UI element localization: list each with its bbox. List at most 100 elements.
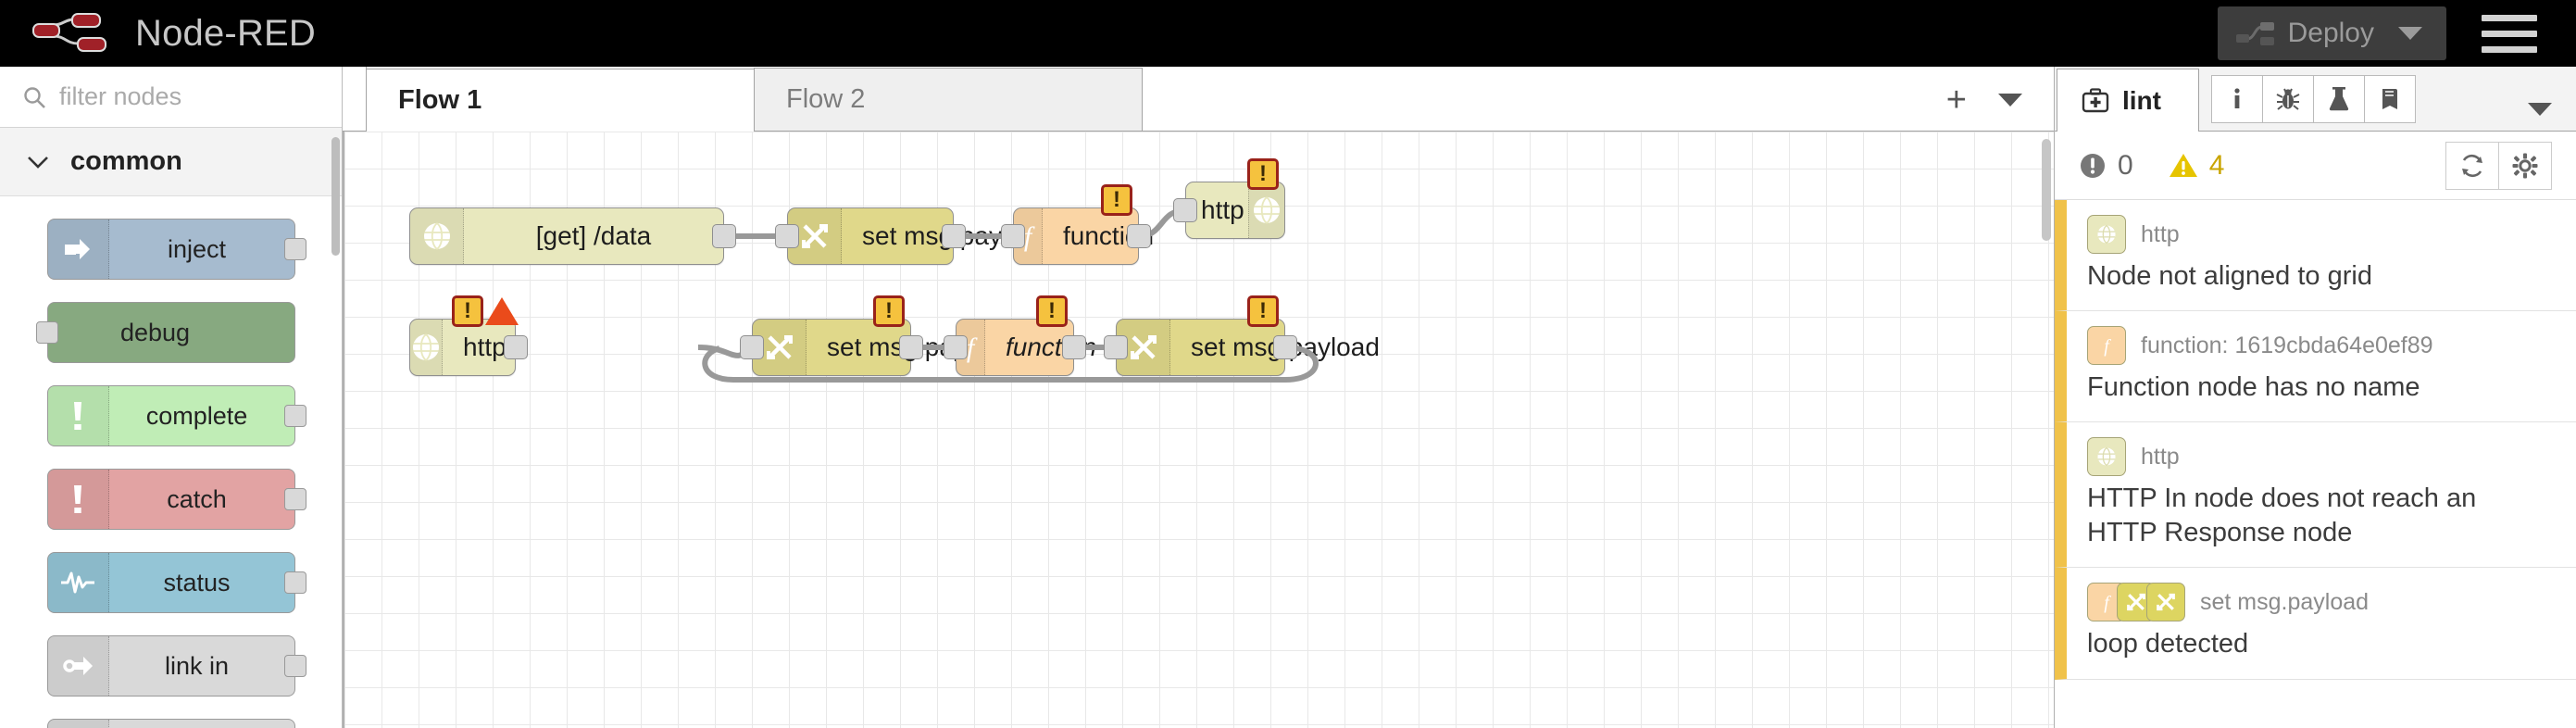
node-input-port[interactable] bbox=[1001, 224, 1025, 248]
lint-message: Function node has no name bbox=[2087, 372, 2420, 403]
flow-node-http-in-get-data[interactable]: [get] /data bbox=[409, 207, 736, 265]
flow-node-http-response[interactable]: http ! bbox=[1173, 158, 1285, 239]
flow-canvas[interactable]: [get] /data set msg.payload f bbox=[343, 132, 2054, 728]
palette-node-catch[interactable]: catch bbox=[46, 469, 306, 530]
lint-item-head: f function: 1619cbda64e0ef89 bbox=[2087, 326, 2550, 366]
node-output-port[interactable] bbox=[283, 238, 306, 260]
tab-flow-2-label: Flow 2 bbox=[786, 84, 866, 114]
node-output-port[interactable] bbox=[283, 405, 306, 427]
pulse-wave-icon bbox=[47, 553, 109, 612]
warning-summary: 4 bbox=[2169, 149, 2225, 182]
node-output-port[interactable] bbox=[942, 224, 966, 248]
exclamation-icon bbox=[47, 470, 109, 529]
node-output-port[interactable] bbox=[712, 224, 736, 248]
lint-item-head: http bbox=[2087, 437, 2550, 477]
globe-icon bbox=[2087, 437, 2126, 477]
node-warning-badge[interactable]: ! bbox=[1101, 184, 1132, 216]
node-warning-badge[interactable]: ! bbox=[873, 295, 905, 327]
lint-node-label: http bbox=[2141, 443, 2180, 470]
flow-node-label: http bbox=[1201, 195, 1244, 224]
add-flow-button[interactable]: + bbox=[1945, 81, 1967, 119]
flow-node-change-1[interactable]: set msg.payload bbox=[775, 207, 1051, 265]
node-input-port[interactable] bbox=[740, 335, 764, 359]
node-output-port[interactable] bbox=[283, 655, 306, 677]
node-output-port[interactable] bbox=[1127, 224, 1151, 248]
book-icon[interactable] bbox=[2364, 75, 2416, 123]
palette-node-complete[interactable]: complete bbox=[46, 385, 306, 446]
node-output-port[interactable] bbox=[1062, 335, 1086, 359]
flow-node-function[interactable]: f function ! bbox=[1001, 184, 1154, 265]
function-f-icon: f bbox=[2087, 326, 2126, 366]
node-red-logo-icon bbox=[30, 12, 119, 55]
canvas-scrollbar[interactable] bbox=[2042, 139, 2051, 241]
node-input-port[interactable] bbox=[35, 321, 58, 344]
error-circle-icon bbox=[2079, 152, 2107, 180]
tab-flow-1[interactable]: Flow 1 bbox=[366, 69, 755, 132]
chevron-down-icon[interactable] bbox=[2398, 27, 2422, 40]
right-sidebar: lint bbox=[2054, 67, 2576, 728]
lint-message: HTTP In node does not reach an HTTP Resp… bbox=[2087, 483, 2477, 548]
palette-node-link-call[interactable]: link call bbox=[46, 719, 295, 728]
gear-icon[interactable] bbox=[2498, 141, 2552, 190]
node-warning-badge[interactable]: ! bbox=[1247, 158, 1279, 190]
flow-node-http-in-2[interactable]: http ! bbox=[409, 295, 528, 376]
palette-search[interactable]: filter nodes bbox=[0, 67, 342, 128]
warning-count: 4 bbox=[2208, 149, 2225, 181]
svg-text:f: f bbox=[2104, 336, 2111, 357]
flask-icon[interactable] bbox=[2313, 75, 2365, 123]
error-summary: 0 bbox=[2079, 150, 2133, 182]
tab-flow-2[interactable]: Flow 2 bbox=[754, 68, 1143, 131]
lint-item-head: http bbox=[2087, 215, 2550, 254]
lint-node-label: function: 1619cbda64e0ef89 bbox=[2141, 332, 2433, 358]
node-warning-badge[interactable]: ! bbox=[1036, 295, 1068, 327]
flow-wires bbox=[697, 207, 1319, 383]
node-warning-badge[interactable]: ! bbox=[452, 295, 483, 327]
palette-node-inject[interactable]: inject bbox=[46, 219, 306, 280]
palette-category-common[interactable]: common bbox=[0, 128, 342, 196]
hamburger-menu-icon[interactable] bbox=[2482, 14, 2537, 53]
lint-node-label: http bbox=[2141, 220, 2180, 247]
flow-workspace: Flow 1 Flow 2 + bbox=[343, 67, 2054, 728]
palette-sidebar: filter nodes common inject debug complete c… bbox=[0, 67, 343, 728]
error-count: 0 bbox=[2118, 149, 2133, 181]
lint-message: loop detected bbox=[2087, 629, 2249, 659]
flow-node-label: [get] /data bbox=[535, 221, 652, 250]
palette-node-debug[interactable]: debug bbox=[35, 302, 295, 363]
bug-icon[interactable] bbox=[2262, 75, 2314, 123]
node-input-port[interactable] bbox=[944, 335, 968, 359]
node-output-port[interactable] bbox=[1273, 335, 1297, 359]
sidebar-tab-lint[interactable]: lint bbox=[2057, 69, 2199, 132]
flow-menu-icon[interactable] bbox=[1998, 94, 2022, 107]
palette-scrollbar[interactable] bbox=[331, 137, 340, 256]
node-warning-badge[interactable]: ! bbox=[1247, 295, 1279, 327]
sidebar-menu-icon[interactable] bbox=[2528, 103, 2552, 116]
flow-node-change-3[interactable]: set msg.payload ! bbox=[1104, 295, 1380, 376]
node-input-port[interactable] bbox=[1104, 335, 1128, 359]
palette-node-status[interactable]: status bbox=[46, 552, 306, 613]
refresh-icon[interactable] bbox=[2445, 141, 2499, 190]
lint-node-label: set msg.payload bbox=[2200, 588, 2370, 615]
node-input-port[interactable] bbox=[775, 224, 799, 248]
info-icon[interactable] bbox=[2211, 75, 2263, 123]
node-output-port[interactable] bbox=[504, 335, 528, 359]
deploy-button[interactable]: Deploy bbox=[2217, 6, 2446, 60]
flow-node-function-1[interactable]: f function 1 ! bbox=[944, 295, 1118, 376]
tab-flow-1-label: Flow 1 bbox=[398, 85, 482, 115]
sidebar-tab-label: lint bbox=[2122, 85, 2161, 115]
palette-node-link-in[interactable]: link in bbox=[46, 635, 306, 697]
app-body: filter nodes common inject debug complete c… bbox=[0, 67, 2576, 728]
node-output-port[interactable] bbox=[899, 335, 923, 359]
node-input-port[interactable] bbox=[1173, 198, 1197, 222]
flow-node-label: http bbox=[463, 333, 506, 361]
node-output-port[interactable] bbox=[283, 488, 306, 510]
deploy-icon bbox=[2234, 19, 2277, 48]
tab-actions: + bbox=[1946, 82, 2054, 131]
sidebar-tabbar: lint bbox=[2055, 67, 2576, 132]
node-output-port[interactable] bbox=[283, 571, 306, 594]
search-input[interactable]: filter nodes bbox=[59, 82, 182, 110]
